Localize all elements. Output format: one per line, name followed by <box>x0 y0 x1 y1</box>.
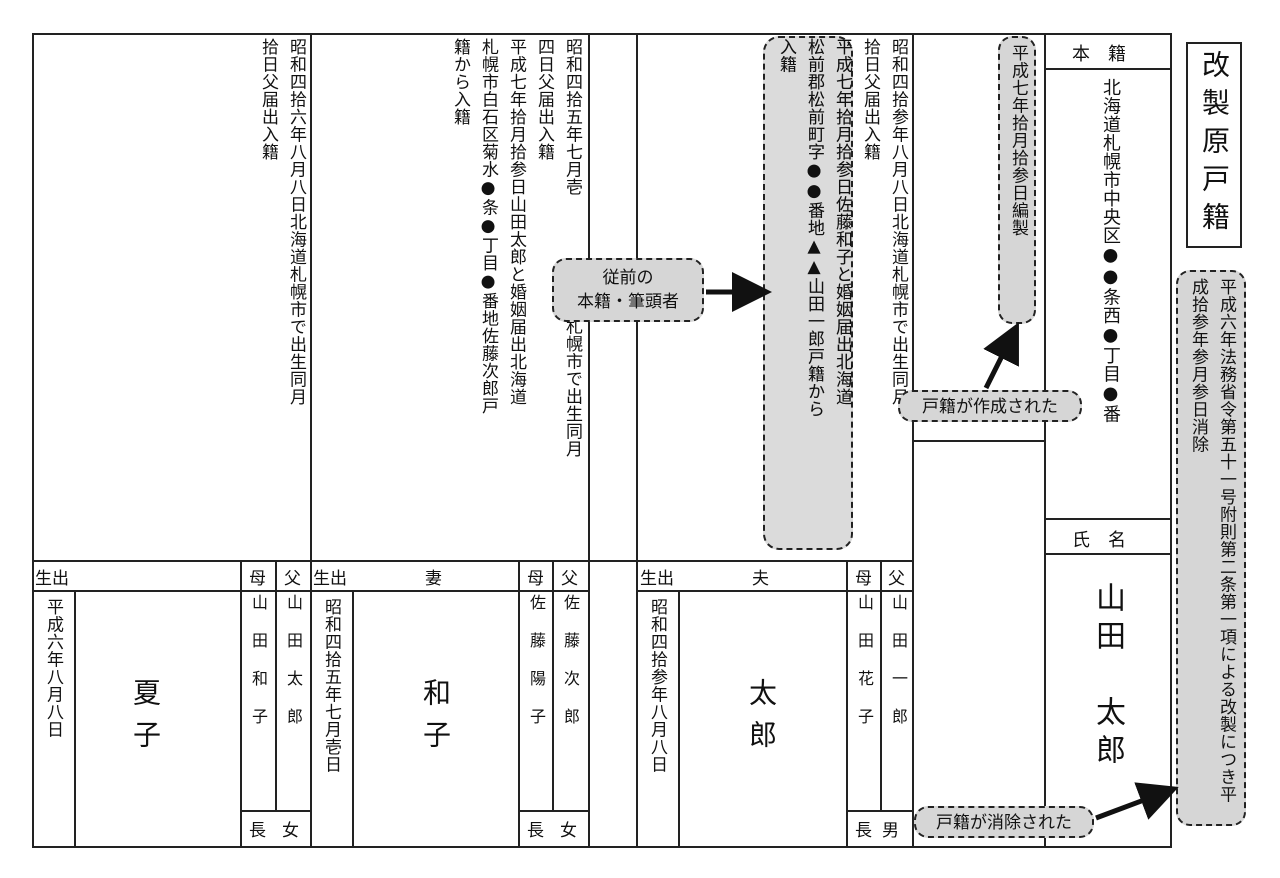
col-sep-5 <box>1044 33 1046 848</box>
prev-honseki-callout: 従前の 本籍・筆頭者 <box>552 258 704 322</box>
col-sep-wife-mother <box>518 560 520 848</box>
husband-history-5-overlay: 入籍 <box>776 38 796 73</box>
shimei-label: 氏 名 <box>1072 530 1126 551</box>
divider-h-rel-wife <box>518 810 588 812</box>
col-sep-3 <box>636 33 638 848</box>
prev-honseki-line-1: 従前の <box>602 268 654 288</box>
child-mother-name: 山田和子 <box>249 594 268 746</box>
husband-birth-date: 昭和四拾参年八月八日 <box>647 598 667 773</box>
wife-birth-label: 生出 <box>313 569 347 589</box>
child-birth-label: 生出 <box>35 569 69 589</box>
husband-birth-label: 生出 <box>640 569 674 589</box>
child-history-2: 拾日父届出入籍 <box>258 38 278 161</box>
hensei-date-callout: 平成七年拾月拾参日編製 <box>998 36 1036 324</box>
divider-h-label-child <box>32 590 310 592</box>
register-frame <box>32 33 1172 848</box>
husband-history-4-overlay: 松前郡松前町字●●番地▲▲山田一郎戸籍から <box>804 38 824 418</box>
husband-history-3-overlay: 平成七年拾月拾参日佐藤和子と婚姻届出北海道 <box>832 38 852 406</box>
col-sep-husband-birth <box>678 590 680 848</box>
honseki-label-line <box>1044 68 1172 70</box>
wife-role-label: 妻 <box>425 569 442 589</box>
husband-mother-label: 母 <box>855 569 872 589</box>
honseki-label: 本 籍 <box>1072 44 1126 65</box>
husband-father-label: 父 <box>888 569 905 589</box>
col-sep-husband-father <box>880 560 882 810</box>
wife-father-name: 佐藤次郎 <box>561 594 580 746</box>
holder-name: 山田 太郎 <box>1090 582 1125 772</box>
prev-honseki-line-2: 本籍・筆頭者 <box>577 292 679 312</box>
husband-history-2: 拾日父届出入籍 <box>860 38 880 161</box>
col-sep-child-birth <box>74 590 76 848</box>
child-name: 夏子 <box>129 678 162 762</box>
child-history-1: 昭和四拾六年八月八日北海道札幌市で出生同月 <box>286 38 306 406</box>
col-sep-child-father <box>275 560 277 810</box>
wife-history-4: 札幌市白石区菊水●条●丁目●番地佐藤次郎戸 <box>478 38 498 415</box>
col-sep-1 <box>310 33 312 848</box>
wife-history-1b: 道札幌市で出生同月 <box>562 300 582 458</box>
divider-h-rel-child <box>240 810 310 812</box>
wife-mother-label: 母 <box>527 569 544 589</box>
divider-h-main <box>32 560 912 562</box>
child-birth-date: 平成六年八月八日 <box>43 598 63 738</box>
prev-honseki-highlight <box>763 36 853 550</box>
divider-h-label-husband <box>636 590 912 592</box>
kaisei-note-callout: 平成六年法務省令第五十一号附則第二条第一項による改製につき平成拾参年参月参日消除 <box>1176 270 1246 826</box>
divider-h-rel-husband <box>846 810 912 812</box>
deleted-callout: 戸籍が消除された <box>914 806 1094 838</box>
created-callout: 戸籍が作成された <box>898 390 1082 422</box>
wife-name: 和子 <box>419 678 452 762</box>
document-title: 改製原戸籍 <box>1186 42 1242 248</box>
col-sep-2 <box>588 33 590 848</box>
hensei-line-2 <box>912 440 1044 442</box>
wife-mother-name: 佐藤陽子 <box>527 594 546 746</box>
wife-birth-date: 昭和四拾五年七月壱日 <box>321 598 341 773</box>
col-sep-child-mother <box>240 560 242 848</box>
honseki-bottom-line <box>1044 518 1172 520</box>
husband-mother-name: 山田花子 <box>855 594 874 746</box>
divider-h-label-wife <box>310 590 588 592</box>
shimei-label-line <box>1044 553 1172 555</box>
husband-father-name: 山田一郎 <box>889 594 908 746</box>
col-sep-husband-mother <box>846 560 848 848</box>
wife-relation: 長女 <box>527 821 593 841</box>
col-sep-wife-father <box>552 560 554 810</box>
husband-relation: 長男 <box>855 821 909 841</box>
honseki-address: 北海道札幌市中央区●●条西●丁目●番 <box>1100 78 1121 423</box>
husband-name: 太郎 <box>745 678 778 762</box>
child-father-label: 父 <box>284 569 301 589</box>
wife-history-2: 四日父届出入籍 <box>534 38 554 161</box>
child-relation: 長女 <box>249 821 315 841</box>
husband-history-1: 昭和四拾参年八月八日北海道札幌市で出生同月 <box>888 38 908 406</box>
wife-father-label: 父 <box>561 569 578 589</box>
wife-history-3: 平成七年拾月拾参日山田太郎と婚姻届出北海道 <box>506 38 526 406</box>
child-father-name: 山田太郎 <box>284 594 303 746</box>
child-mother-label: 母 <box>249 569 266 589</box>
wife-history-1: 昭和四拾五年七月壱 <box>562 38 582 196</box>
husband-role-label: 夫 <box>752 569 769 589</box>
wife-history-5: 籍から入籍 <box>450 38 470 126</box>
col-sep-wife-birth <box>352 590 354 848</box>
